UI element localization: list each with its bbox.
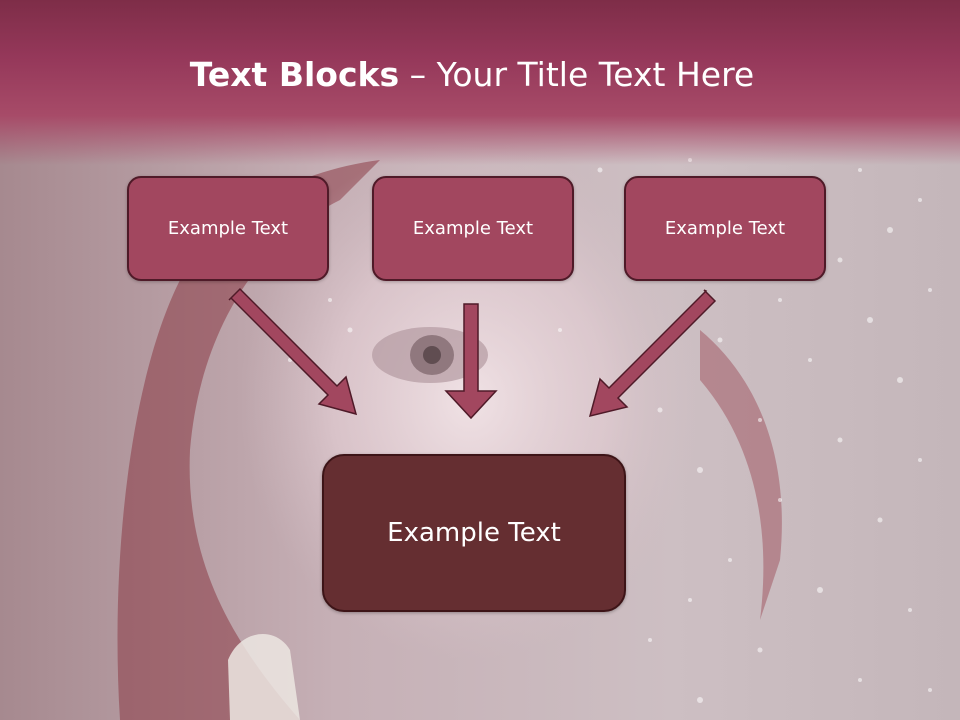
text-block-center[interactable]: Example Text [372, 176, 574, 281]
text-block-main[interactable]: Example Text [322, 454, 626, 612]
text-block-main-label: Example Text [387, 518, 561, 548]
text-block-center-label: Example Text [412, 218, 534, 239]
arrow-down-left-icon [588, 289, 717, 418]
slide-title: Text Blocks – Your Title Text Here [0, 52, 944, 98]
text-block-right-label: Example Text [664, 218, 786, 239]
text-block-left[interactable]: Example Text [127, 176, 329, 281]
arrow-down-icon [444, 303, 498, 420]
text-block-left-label: Example Text [167, 218, 289, 239]
title-bold: Text Blocks [189, 55, 400, 94]
title-rest: – Your Title Text Here [399, 55, 755, 94]
text-block-right[interactable]: Example Text [624, 176, 826, 281]
header-band [0, 0, 960, 165]
arrow-down-right-icon [228, 287, 358, 416]
